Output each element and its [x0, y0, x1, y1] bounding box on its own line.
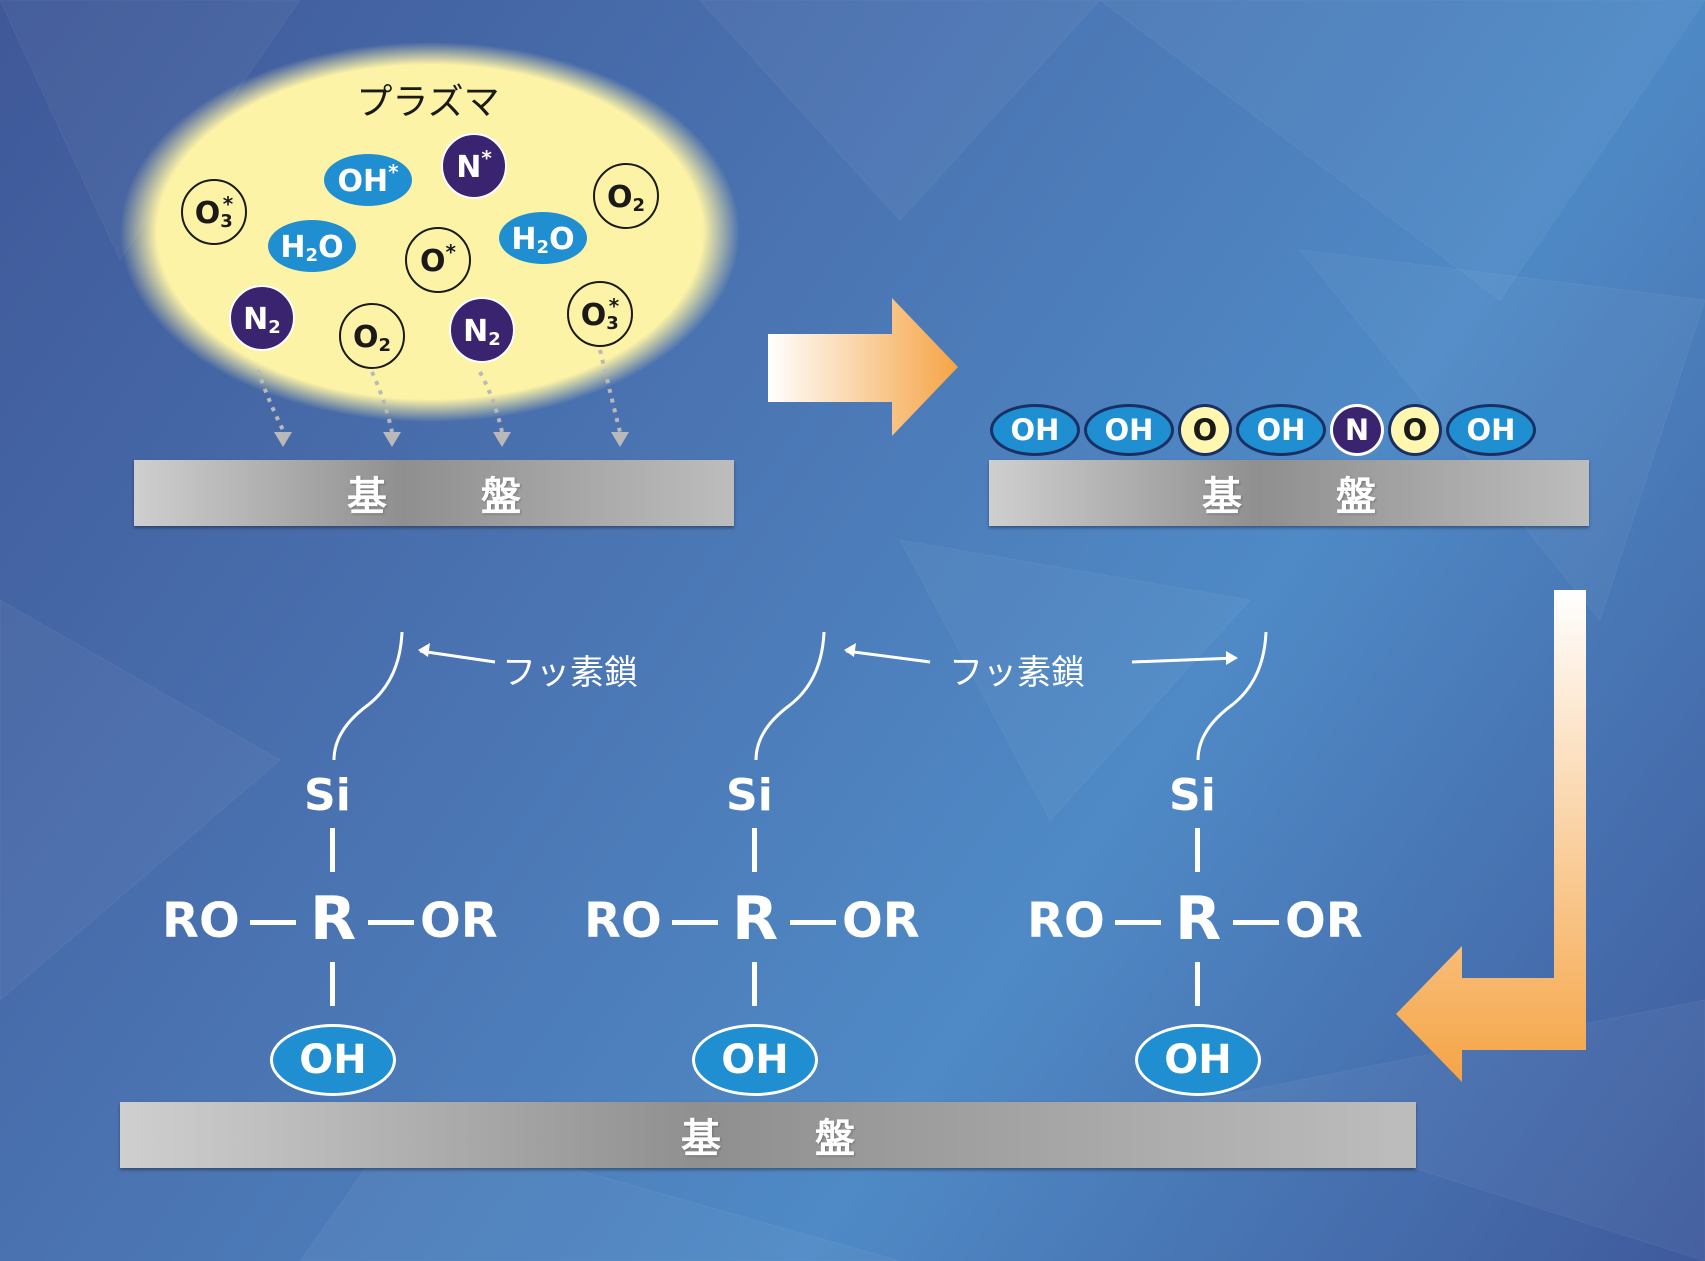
bond-left [1115, 920, 1161, 925]
surface-group-oh: OH [1446, 404, 1536, 456]
surface-group-n: N [1330, 404, 1384, 456]
step-arrow-right [768, 298, 958, 436]
plasma-particle: O3* [567, 281, 633, 347]
plasma-particle: N2 [449, 297, 515, 363]
ro-label: RO [162, 893, 240, 949]
r-label: R [1175, 884, 1222, 954]
bond-left [250, 920, 296, 925]
fluorine-chain-label-right: フッ素鎖 [949, 653, 1085, 693]
ro-label: RO [584, 893, 662, 949]
particle-label: O* [420, 240, 457, 279]
particle-label: O3* [195, 192, 234, 232]
bond-right [1233, 920, 1279, 925]
oh-anchor: OH [692, 1024, 818, 1096]
fluorine-chain-label-left: フッ素鎖 [502, 653, 638, 693]
substrate-coated: 基 盤 [120, 1102, 1416, 1168]
surface-group-oh: OH [990, 404, 1080, 456]
or-label: OR [842, 893, 920, 949]
r-label: R [310, 884, 357, 954]
surface-group-o: O [1178, 404, 1232, 456]
plasma-particle: O3* [181, 179, 247, 245]
step-arrow-down-left [1396, 590, 1586, 1082]
plasma-title: プラズマ [356, 82, 499, 123]
si-label: Si [304, 770, 351, 821]
plasma-particle: OH* [324, 154, 412, 206]
particle-label: O3* [581, 294, 620, 334]
plasma-particle: O2 [593, 163, 659, 229]
or-label: OR [1285, 893, 1363, 949]
si-label: Si [726, 770, 773, 821]
bond-vertical-bottom [330, 962, 335, 1006]
bond-left [672, 920, 718, 925]
plasma-particle: N* [441, 133, 507, 199]
plasma-particle: O2 [339, 303, 405, 369]
bond-right [368, 920, 414, 925]
substrate-plasma: 基 盤 [134, 460, 734, 526]
si-label: Si [1169, 770, 1216, 821]
bond-right [790, 920, 836, 925]
plasma-flow-arrows [256, 349, 622, 433]
oh-anchor: OH [1135, 1024, 1261, 1096]
bond-vertical-bottom [1195, 962, 1200, 1006]
plasma-particle: H2O [499, 212, 587, 264]
plasma-arrowheads [274, 432, 629, 447]
or-label: OR [420, 893, 498, 949]
oh-anchor: OH [270, 1024, 396, 1096]
surface-group-oh: OH [1236, 404, 1326, 456]
bond-vertical-top [1195, 828, 1200, 872]
plasma-particle: O* [405, 227, 471, 293]
bond-vertical-top [752, 828, 757, 872]
ro-label: RO [1027, 893, 1105, 949]
r-label: R [732, 884, 779, 954]
substrate-activated: 基 盤 [989, 460, 1589, 526]
surface-group-o: O [1388, 404, 1442, 456]
plasma-particle: N2 [229, 285, 295, 351]
surface-group-oh: OH [1084, 404, 1174, 456]
particle-label: OH* [337, 160, 399, 199]
bond-vertical-top [330, 828, 335, 872]
bond-vertical-bottom [752, 962, 757, 1006]
plasma-particle: H2O [268, 220, 356, 272]
